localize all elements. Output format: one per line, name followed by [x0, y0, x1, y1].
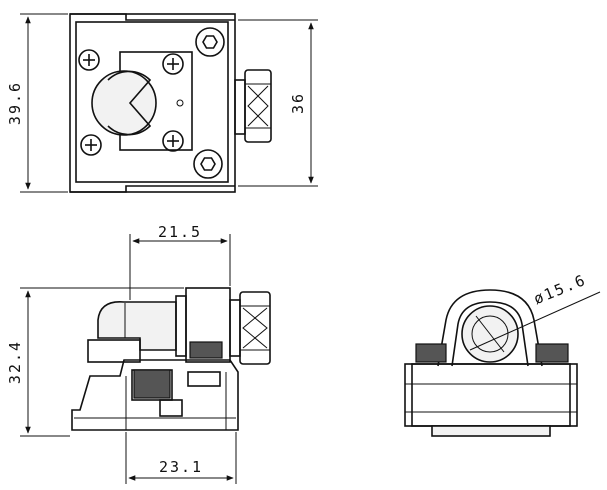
dim-front-height: 32.4 — [6, 340, 24, 384]
hex-bolt-icon — [196, 28, 224, 56]
phillips-screw-icon — [81, 135, 101, 155]
elbow-circle — [92, 71, 156, 135]
hex-nut-icon — [235, 70, 271, 142]
phillips-screw-icon — [163, 131, 183, 151]
dim-top-inner-height: 36 — [289, 92, 307, 114]
phillips-screw-icon — [79, 50, 99, 70]
top-view: 39.6 36 — [6, 14, 318, 192]
dim-top-height: 39.6 — [6, 81, 24, 125]
front-view: 21.5 32.4 23.1 — [6, 223, 270, 484]
dim-side-diameter: ø15.6 — [531, 271, 589, 308]
dim-front-width: 21.5 — [158, 223, 202, 241]
hex-bolt-icon — [194, 150, 222, 178]
phillips-screw-icon — [163, 54, 183, 74]
dim-front-base-width: 23.1 — [159, 458, 203, 476]
side-view: ø15.6 — [405, 271, 600, 436]
